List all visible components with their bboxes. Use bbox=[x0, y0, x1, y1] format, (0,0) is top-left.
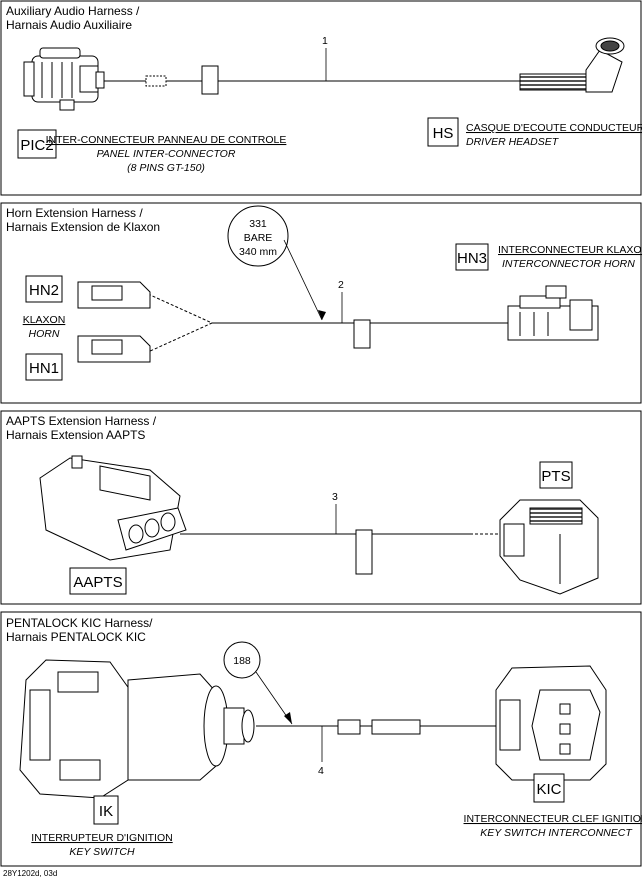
item-number: 1 bbox=[322, 35, 328, 47]
item-number: 2 bbox=[338, 279, 344, 291]
panel-title-fr: Harnais Extension de Klaxon bbox=[6, 220, 160, 234]
wire-tag bbox=[201, 65, 219, 95]
connector-label-fr: CASQUE D'ECOUTE CONDUCTEUR bbox=[466, 122, 642, 134]
connector-code-box bbox=[427, 117, 459, 147]
callout-text: BARE bbox=[244, 232, 273, 244]
connector-code: IK bbox=[99, 803, 113, 820]
connector-label-en: DRIVER HEADSET bbox=[466, 136, 560, 148]
panel-title-fr: Harnais Audio Auxiliaire bbox=[6, 18, 132, 32]
wire-sleeve bbox=[145, 75, 167, 87]
connector-code: KIC bbox=[536, 781, 561, 798]
panel-pentalock-kic: PENTALOCK KIC Harness/ Harnais PENTALOCK… bbox=[0, 611, 642, 867]
connector-label-extra: (8 PINS GT-150) bbox=[127, 162, 205, 174]
callout-text: 340 mm bbox=[239, 246, 277, 258]
item-number: 3 bbox=[332, 491, 338, 503]
length-callout: 331 BARE 340 mm bbox=[227, 205, 326, 321]
connector-code-box bbox=[533, 773, 565, 803]
panel-title-en: Auxiliary Audio Harness / bbox=[6, 4, 140, 18]
connector-label-fr: INTERCONNECTEUR CLEF IGNITION bbox=[464, 813, 642, 825]
connector-label-fr: INTER-CONNECTEUR PANNEAU DE CONTROLE bbox=[46, 134, 287, 146]
connector-code: PTS bbox=[541, 468, 570, 485]
panel-border bbox=[0, 202, 642, 404]
horn-label-fr: KLAXON bbox=[23, 314, 66, 326]
horn-connector-drawing bbox=[77, 281, 151, 363]
wire-tag bbox=[355, 529, 373, 575]
panel-title-fr: Harnais PENTALOCK KIC bbox=[6, 630, 146, 644]
connector-code: HN2 bbox=[29, 282, 59, 299]
connector-code: HN1 bbox=[29, 360, 59, 377]
pts-connector-drawing bbox=[499, 499, 599, 595]
panel-connector-drawing bbox=[23, 47, 105, 111]
panel-title-fr: Harnais Extension AAPTS bbox=[6, 428, 145, 442]
connector-code: HS bbox=[433, 125, 454, 142]
connector-label-en: KEY SWITCH bbox=[69, 846, 135, 858]
connector-label-fr: INTERRUPTEUR D'IGNITION bbox=[31, 832, 172, 844]
connector-code-box bbox=[69, 567, 127, 595]
callout-text: 188 bbox=[233, 655, 251, 667]
callout-text: 331 bbox=[249, 218, 267, 230]
connector-label-en: PANEL INTER-CONNECTOR bbox=[97, 148, 236, 160]
horn-label-en: HORN bbox=[29, 328, 60, 340]
panel-title-en: PENTALOCK KIC Harness/ bbox=[6, 616, 153, 630]
connector-code-box bbox=[539, 461, 573, 489]
kic-connector-drawing bbox=[495, 665, 607, 781]
interconnector-horn-drawing bbox=[507, 285, 599, 341]
connector-code-box bbox=[25, 275, 63, 303]
panel-auxiliary-audio: Auxiliary Audio Harness / Harnais Audio … bbox=[0, 0, 642, 196]
connector-code: AAPTS bbox=[73, 574, 122, 591]
aapts-connector-drawing bbox=[39, 455, 187, 561]
headset-plug-drawing bbox=[519, 37, 625, 93]
dashed-wire bbox=[147, 293, 214, 353]
connector-label-en: KEY SWITCH INTERCONNECT bbox=[480, 827, 633, 839]
panel-border bbox=[0, 0, 642, 196]
panel-horn-extension: Horn Extension Harness / Harnais Extensi… bbox=[0, 202, 642, 404]
length-callout: 188 bbox=[223, 641, 293, 725]
wire-tag bbox=[353, 319, 371, 349]
key-switch-connector-drawing bbox=[19, 659, 255, 799]
panel-border bbox=[0, 611, 642, 867]
connector-code-box bbox=[93, 795, 119, 825]
panel-aapts-extension: AAPTS Extension Harness / Harnais Extens… bbox=[0, 410, 642, 605]
panel-title-en: AAPTS Extension Harness / bbox=[6, 414, 157, 428]
item-number: 4 bbox=[318, 765, 324, 777]
wire-tag bbox=[371, 719, 421, 735]
connector-label-en: INTERCONNECTOR HORN bbox=[502, 258, 635, 270]
connector-code: HN3 bbox=[457, 250, 487, 267]
wire-tag bbox=[337, 719, 361, 735]
figure-reference: 28Y1202d, 03d bbox=[3, 869, 57, 878]
connector-code: PIC2 bbox=[20, 137, 53, 154]
connector-code-box bbox=[17, 129, 57, 159]
connector-code-box bbox=[25, 353, 63, 381]
panel-border bbox=[0, 410, 642, 605]
connector-label-fr: INTERCONNECTEUR KLAXON bbox=[498, 244, 642, 256]
panel-title-en: Horn Extension Harness / bbox=[6, 206, 143, 220]
connector-code-box bbox=[455, 243, 489, 271]
